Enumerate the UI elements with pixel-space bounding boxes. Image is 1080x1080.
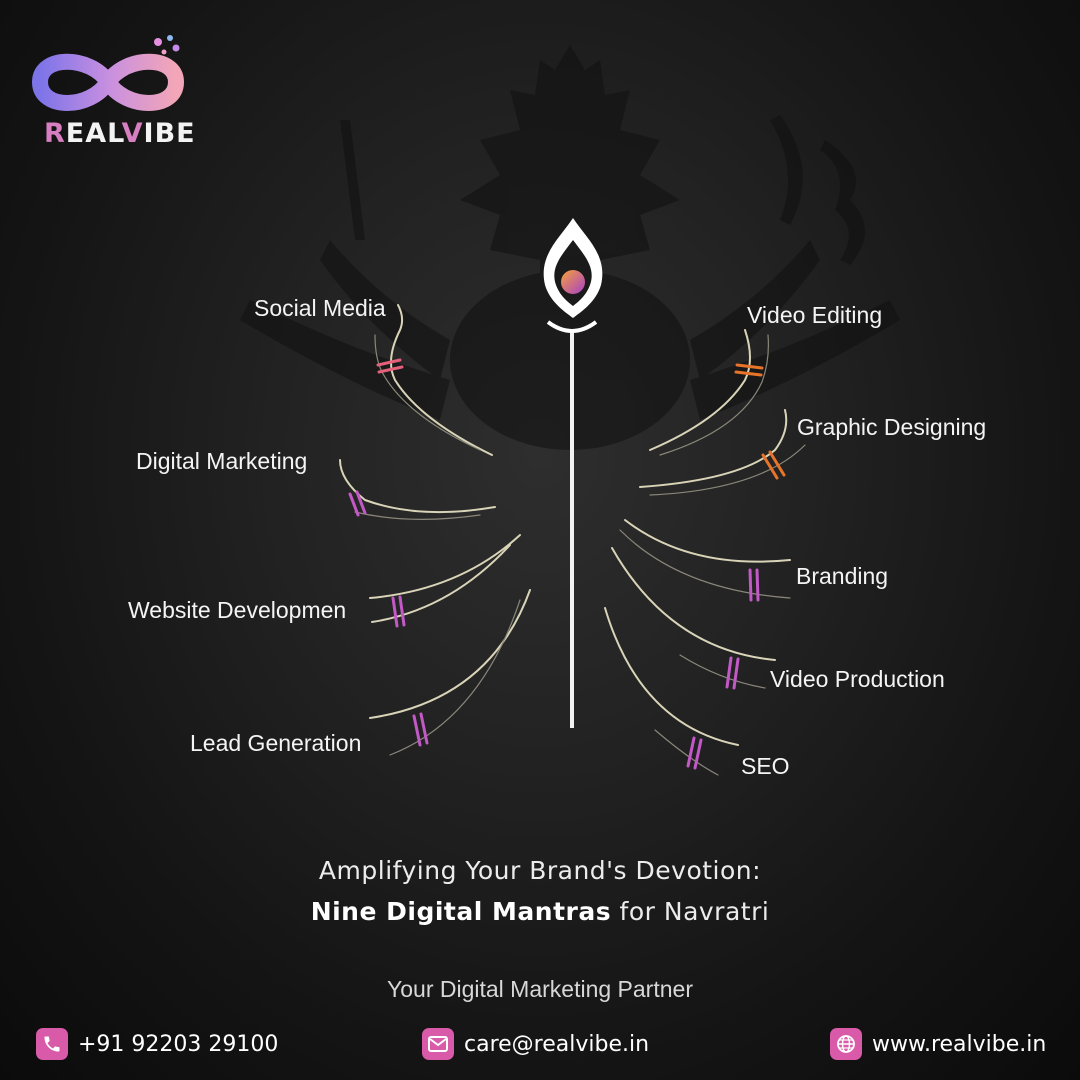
service-label-website-development: Website Developmen: [128, 597, 347, 623]
brand-wordmark: REALVIBE: [44, 118, 196, 149]
strands-left: [339, 304, 531, 756]
contact-website[interactable]: www.realvibe.in: [830, 1027, 1046, 1061]
service-label-video-production: Video Production: [770, 666, 945, 692]
service-label-seo: SEO: [741, 753, 790, 779]
contact-phone[interactable]: +91 92203 29100: [36, 1027, 278, 1061]
email-address: care@realvibe.in: [464, 1031, 650, 1057]
phone-number: +91 92203 29100: [78, 1031, 279, 1057]
mail-icon: [422, 1028, 454, 1060]
contact-email[interactable]: care@realvibe.in: [422, 1027, 649, 1061]
headline-rest: for Navratri: [611, 897, 770, 926]
tagline: Your Digital Marketing Partner: [387, 976, 693, 1002]
website-url: www.realvibe.in: [872, 1031, 1047, 1057]
trishul-icon: [543, 218, 603, 728]
service-label-video-editing: Video Editing: [747, 302, 883, 328]
service-label-branding: Branding: [796, 563, 889, 589]
goddess-silhouette: [240, 45, 900, 450]
service-label-lead-generation: Lead Generation: [190, 730, 362, 756]
infinity-logo-icon: [31, 35, 185, 111]
strands-right: [604, 329, 806, 776]
service-label-digital-marketing: Digital Marketing: [136, 448, 308, 474]
service-label-graphic-designing: Graphic Designing: [797, 414, 987, 440]
headline-line-2: Nine Digital Mantras for Navratri: [0, 897, 1080, 926]
phone-icon: [36, 1028, 68, 1060]
service-label-social-media: Social Media: [254, 295, 386, 321]
globe-icon: [830, 1028, 862, 1060]
headline-line-1: Amplifying Your Brand's Devotion:: [318, 856, 762, 885]
headline-bold: Nine Digital Mantras: [310, 897, 612, 926]
